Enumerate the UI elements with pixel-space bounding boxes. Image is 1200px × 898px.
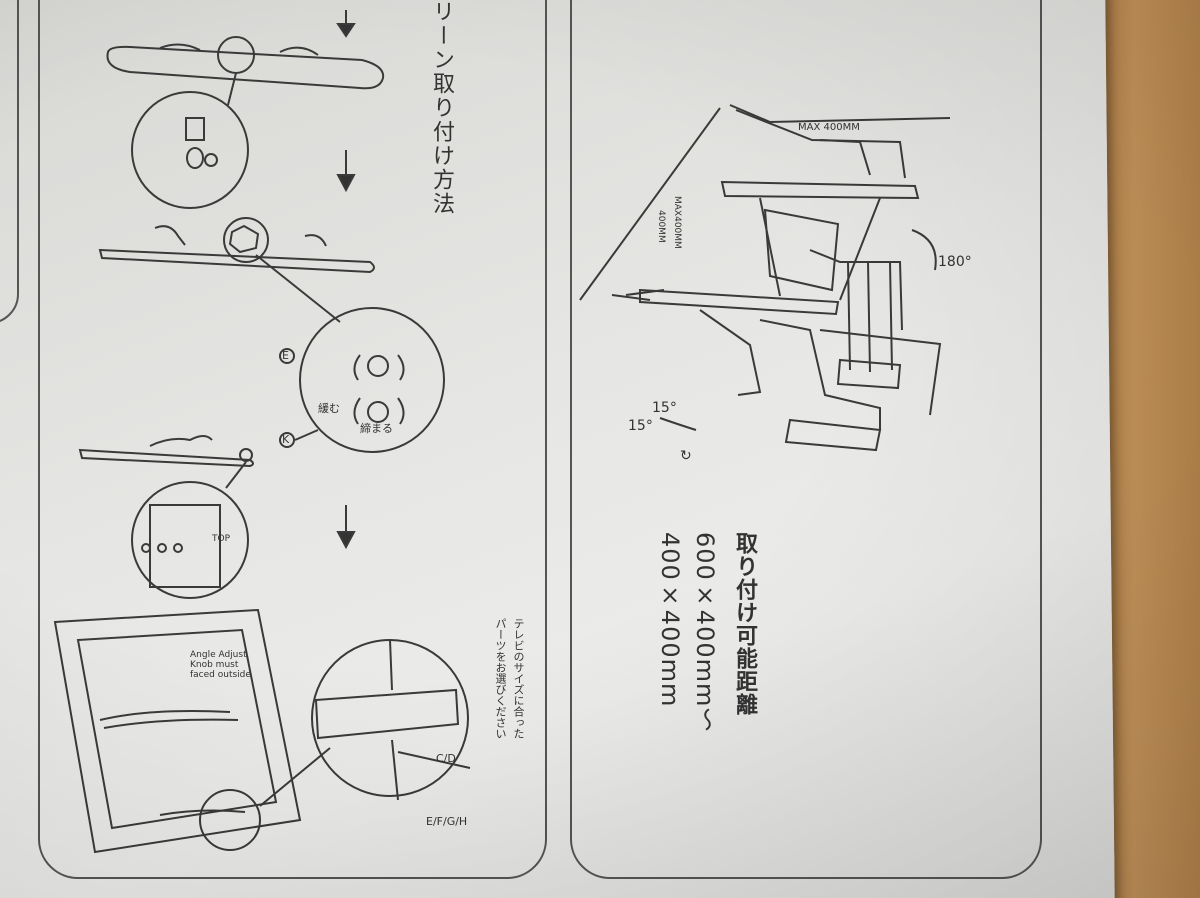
instruction-panel-mounting-steps <box>38 0 547 879</box>
swivel-angle-label: 180° <box>938 254 972 270</box>
max-height-label: MAX400MM <box>672 196 682 249</box>
part-e-label: E <box>282 349 289 362</box>
mounting-method-title: リーン取り付け方法 <box>429 0 454 216</box>
tighten-label: 締まる <box>360 422 393 435</box>
step-arrow-icon <box>336 10 356 550</box>
top-label: TOP <box>212 534 231 544</box>
knob-note-line-2: Knob must <box>190 660 239 670</box>
tv-mount-assembly-drawing <box>579 104 951 452</box>
instruction-panel-dimensions <box>570 0 1042 879</box>
size-note-line-1: テレビのサイズに合った <box>512 618 525 739</box>
knob-note-line-3: faced outside <box>190 670 251 680</box>
knob-note: Angle Adjust Knob must faced outside <box>190 650 251 680</box>
min-height-label: 400MM <box>656 210 666 243</box>
mountable-range-max: 600×400mm～ <box>691 532 719 733</box>
tilt-angle-label-b: 15° <box>628 418 653 434</box>
max-width-label: MAX 400MM <box>798 122 860 133</box>
size-note-line-2: パーツをお選びください <box>494 618 507 739</box>
part-cd-label: C/D <box>436 752 456 765</box>
part-k-label: K <box>282 433 290 446</box>
mountable-range-title: 取り付け可能距離 <box>732 532 757 716</box>
knob-note-line-1: Angle Adjust <box>190 650 247 660</box>
tilt-angle-label-a: 15° <box>652 400 677 416</box>
part-efgh-label: E/F/G/H <box>426 815 468 828</box>
rotation-arrow-icon: ↻ <box>680 448 692 464</box>
mountable-range-min: 400×400mm <box>656 532 684 708</box>
loosen-label: 緩む <box>318 402 340 415</box>
